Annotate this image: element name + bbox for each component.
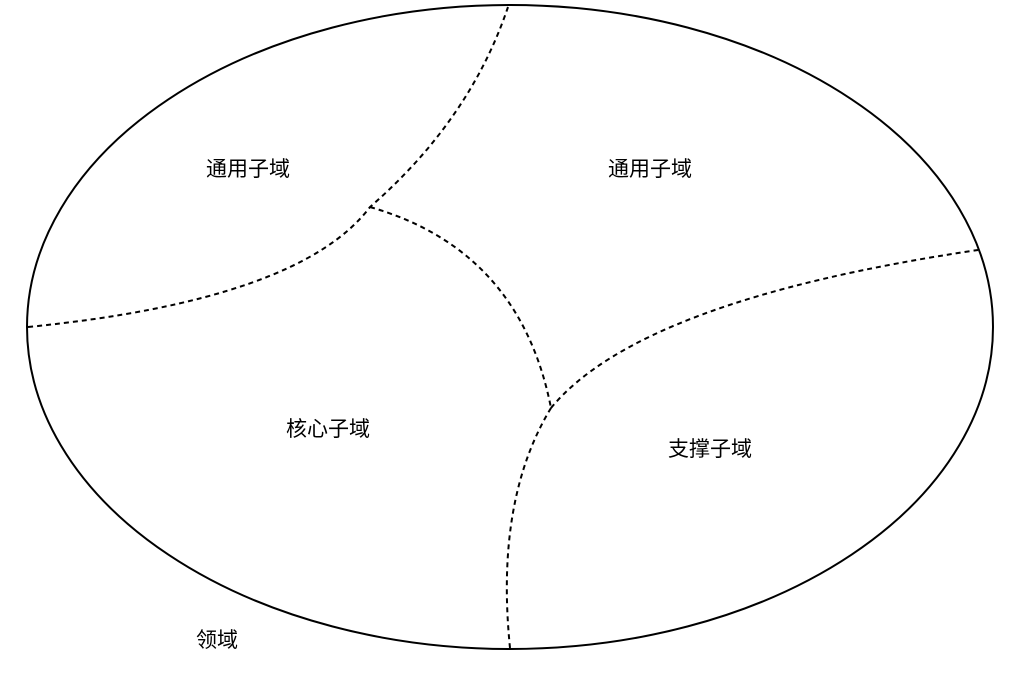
region-label-core: 核心子域 [286, 417, 370, 441]
region-label-supporting: 支撑子域 [668, 437, 752, 461]
divider-core-generic-curve [369, 206, 552, 409]
domain-label: 领域 [196, 628, 238, 652]
domain-boundary-ellipse [26, 4, 994, 650]
divider-right-curve [550, 249, 979, 409]
divider-bottom-curve [505, 407, 552, 649]
divider-top-left-curve [27, 6, 509, 328]
region-label-generic-right: 通用子域 [608, 157, 692, 181]
region-label-generic-left: 通用子域 [206, 157, 290, 181]
